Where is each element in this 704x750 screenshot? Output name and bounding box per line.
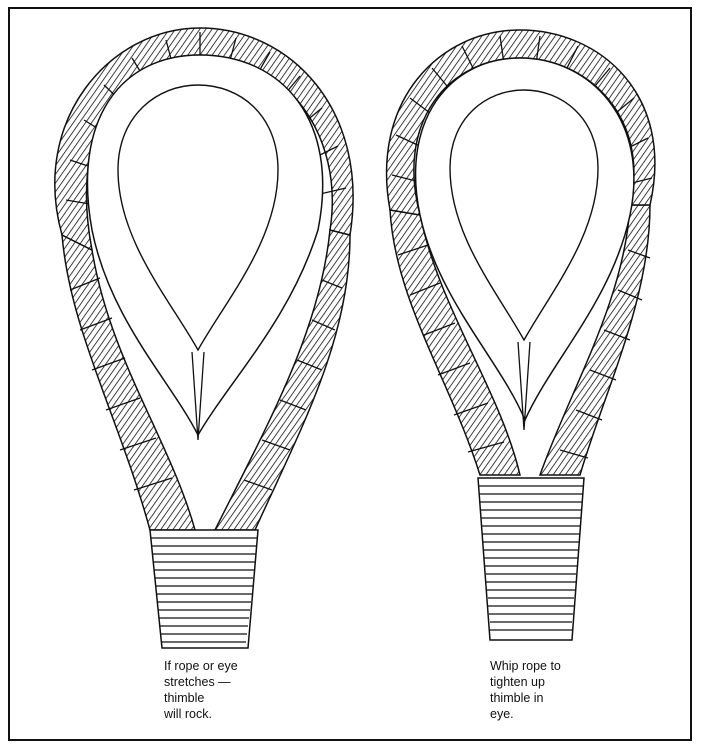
left-whipping	[150, 530, 258, 648]
left-panel-illustration	[55, 28, 353, 648]
right-panel-illustration	[387, 30, 655, 640]
left-caption: If rope or eye stretches — thimble will …	[164, 658, 314, 722]
right-whipping	[478, 478, 584, 640]
right-caption: Whip rope to tighten up thimble in eye.	[490, 658, 640, 722]
